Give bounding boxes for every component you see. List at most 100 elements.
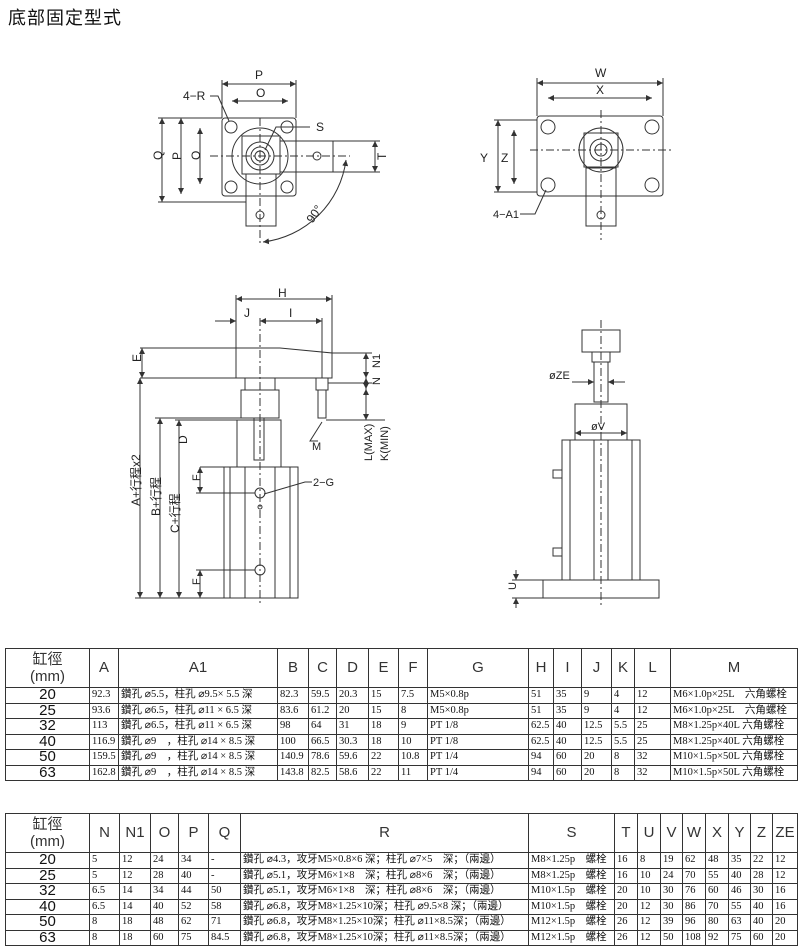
table-cell: M5×0.8p — [427, 702, 529, 719]
bore-size-cell: 20 — [5, 687, 90, 704]
table-cell: 94 — [528, 749, 554, 766]
dim-N: N — [371, 377, 383, 385]
bore-size-cell: 32 — [5, 718, 90, 735]
bore-size-cell: 40 — [5, 898, 90, 915]
table-cell: 5 — [89, 852, 120, 869]
column-header: P — [178, 813, 209, 853]
table-cell: 48 — [705, 852, 729, 869]
table-cell: 28 — [150, 867, 179, 884]
dim-T: T — [375, 152, 389, 160]
table-cell: M6×1.0p×25L 六角螺栓 — [670, 702, 798, 719]
table-cell: 60 — [750, 929, 773, 946]
table-cell: 25 — [634, 718, 671, 735]
table-cell: 40 — [178, 867, 209, 884]
dim-N1: N1 — [371, 354, 383, 368]
table-cell: 51 — [528, 687, 554, 704]
table-cell: 22 — [750, 852, 773, 869]
column-header: C — [308, 648, 337, 688]
table-cell: 82.3 — [277, 687, 309, 704]
table-cell: 48 — [150, 914, 179, 931]
table-cell: 12 — [119, 867, 151, 884]
table-cell: 12.5 — [581, 718, 612, 735]
table-cell: 59.5 — [308, 687, 337, 704]
column-header: F — [398, 648, 428, 688]
table-cell: 159.5 — [89, 749, 119, 766]
table-cell: 35 — [553, 687, 582, 704]
table-cell: 10 — [398, 733, 428, 750]
table-cell: 76 — [682, 883, 706, 900]
table-cell: M5×0.8p — [427, 687, 529, 704]
table-cell: 12 — [634, 687, 671, 704]
table-cell: - — [208, 852, 241, 869]
column-header: B — [277, 648, 309, 688]
table-cell: 20 — [614, 898, 638, 915]
table-cell: 93.6 — [89, 702, 119, 719]
table-cell: M8×1.25p 螺栓 — [528, 852, 615, 869]
bore-size-cell: 63 — [5, 929, 90, 946]
table-cell: M12×1.5p 螺栓 — [528, 914, 615, 931]
column-header: R — [240, 813, 529, 853]
table-cell: 5 — [89, 867, 120, 884]
bore-size-cell: 32 — [5, 883, 90, 900]
table-cell: 64 — [308, 718, 337, 735]
table-cell: 18 — [119, 929, 151, 946]
table-cell: 12.5 — [581, 733, 612, 750]
angle-90: 90° — [303, 202, 325, 225]
column-header: H — [528, 648, 554, 688]
dim-F-bottom: F — [191, 578, 203, 585]
table-cell: 18 — [368, 733, 399, 750]
column-header: O — [150, 813, 179, 853]
table-cell: 100 — [277, 733, 309, 750]
table-cell: M10×1.5p 螺栓 — [528, 883, 615, 900]
table-cell: M6×1.0p×25L 六角螺栓 — [670, 687, 798, 704]
column-header: E — [368, 648, 399, 688]
table-cell: 12 — [637, 929, 661, 946]
dim-P: P — [255, 68, 263, 82]
table-cell: 40 — [750, 898, 773, 915]
table-cell: 6.5 — [89, 898, 120, 915]
technical-drawings: P O 4−R S Q P O T 90° W X Y Z 4−A1 — [128, 66, 672, 608]
table-cell: 71 — [208, 914, 241, 931]
dim-Q: Q — [151, 151, 165, 160]
dim-I: I — [289, 306, 292, 320]
table-cell: 20 — [581, 764, 612, 781]
table-cell: 34 — [178, 852, 209, 869]
column-header: A1 — [118, 648, 278, 688]
table-cell: 8 — [611, 749, 635, 766]
table-cell: 4 — [611, 702, 635, 719]
column-header: G — [427, 648, 529, 688]
table-cell: 40 — [553, 733, 582, 750]
label-4R: 4−R — [183, 89, 206, 103]
table-cell: M8×1.25p×40L 六角螺栓 — [670, 718, 798, 735]
table-cell: 32 — [634, 764, 671, 781]
table-cell: 20 — [772, 929, 798, 946]
label-4A1: 4−A1 — [493, 209, 519, 221]
column-header: ZE — [772, 813, 798, 853]
dim-L-max: L(MAX) — [363, 424, 375, 461]
table-cell: 9 — [581, 702, 612, 719]
table-cell: 143.8 — [277, 764, 309, 781]
column-header: L — [634, 648, 671, 688]
table-cell: 55 — [728, 898, 751, 915]
dim-F-top: F — [191, 474, 203, 481]
table-cell: 鑽孔 ⌀6.5，柱孔 ⌀11 × 6.5 深 — [118, 702, 278, 719]
column-header: A — [89, 648, 119, 688]
column-header: N1 — [119, 813, 151, 853]
table-cell: 62.5 — [528, 733, 554, 750]
table-cell: 9 — [398, 718, 428, 735]
table-cell: 140.9 — [277, 749, 309, 766]
column-header: M — [670, 648, 798, 688]
bore-size-cell: 50 — [5, 749, 90, 766]
table-cell: 30 — [660, 898, 683, 915]
table-cell: 鑽孔 ⌀6.8，攻牙M8×1.25×10深；柱孔 ⌀11×8.5深；（兩邊） — [240, 914, 529, 931]
table-cell: 66.5 — [308, 733, 337, 750]
column-header: Z — [750, 813, 773, 853]
